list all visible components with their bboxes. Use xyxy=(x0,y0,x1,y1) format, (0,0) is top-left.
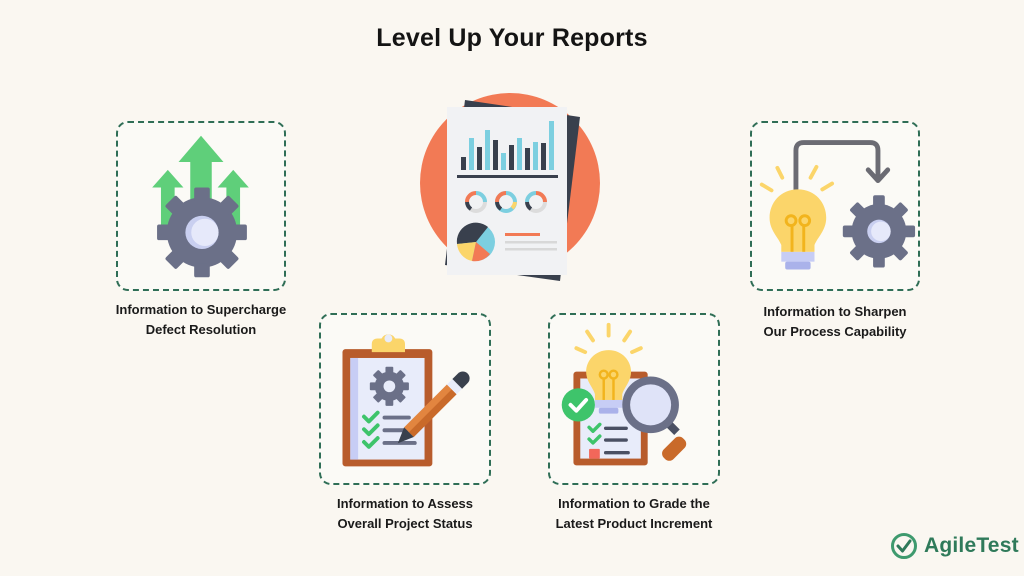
report-document-icon xyxy=(410,85,610,285)
lightbulb-to-gear-icon xyxy=(759,140,916,270)
card-label-line: Defect Resolution xyxy=(145,322,257,337)
card-sharpen-process-capability xyxy=(750,121,920,291)
page-title: Level Up Your Reports xyxy=(376,24,648,52)
card-assess-project-status xyxy=(319,313,491,485)
check-circle-icon xyxy=(891,533,917,559)
card-label-line: Overall Project Status xyxy=(337,516,473,531)
clipboard-pencil-icon xyxy=(342,334,470,467)
card-label-line: Our Process Capability xyxy=(763,324,907,339)
card-supercharge-defect-resolution xyxy=(116,121,286,291)
card-grade-product-increment xyxy=(548,313,720,485)
card-label: Information to Supercharge Defect Resolu… xyxy=(96,300,306,340)
card-label-line: Information to Grade the xyxy=(558,496,710,511)
card-label: Information to Assess Overall Project St… xyxy=(300,494,510,534)
card-label-line: Information to Sharpen xyxy=(763,304,907,319)
card-label-line: Information to Supercharge xyxy=(115,302,287,317)
clipboard-magnifier-icon xyxy=(561,322,687,466)
card-label: Information to Sharpen Our Process Capab… xyxy=(730,302,940,342)
card-label-line: Latest Product Increment xyxy=(555,516,713,531)
agiletest-logo[interactable]: AgileTest xyxy=(890,532,1019,560)
card-label-line: Information to Assess xyxy=(336,496,474,511)
gear-with-up-arrows-icon xyxy=(152,135,249,278)
card-label: Information to Grade the Latest Product … xyxy=(529,494,739,534)
brand-name: AgileTest xyxy=(924,534,1019,557)
